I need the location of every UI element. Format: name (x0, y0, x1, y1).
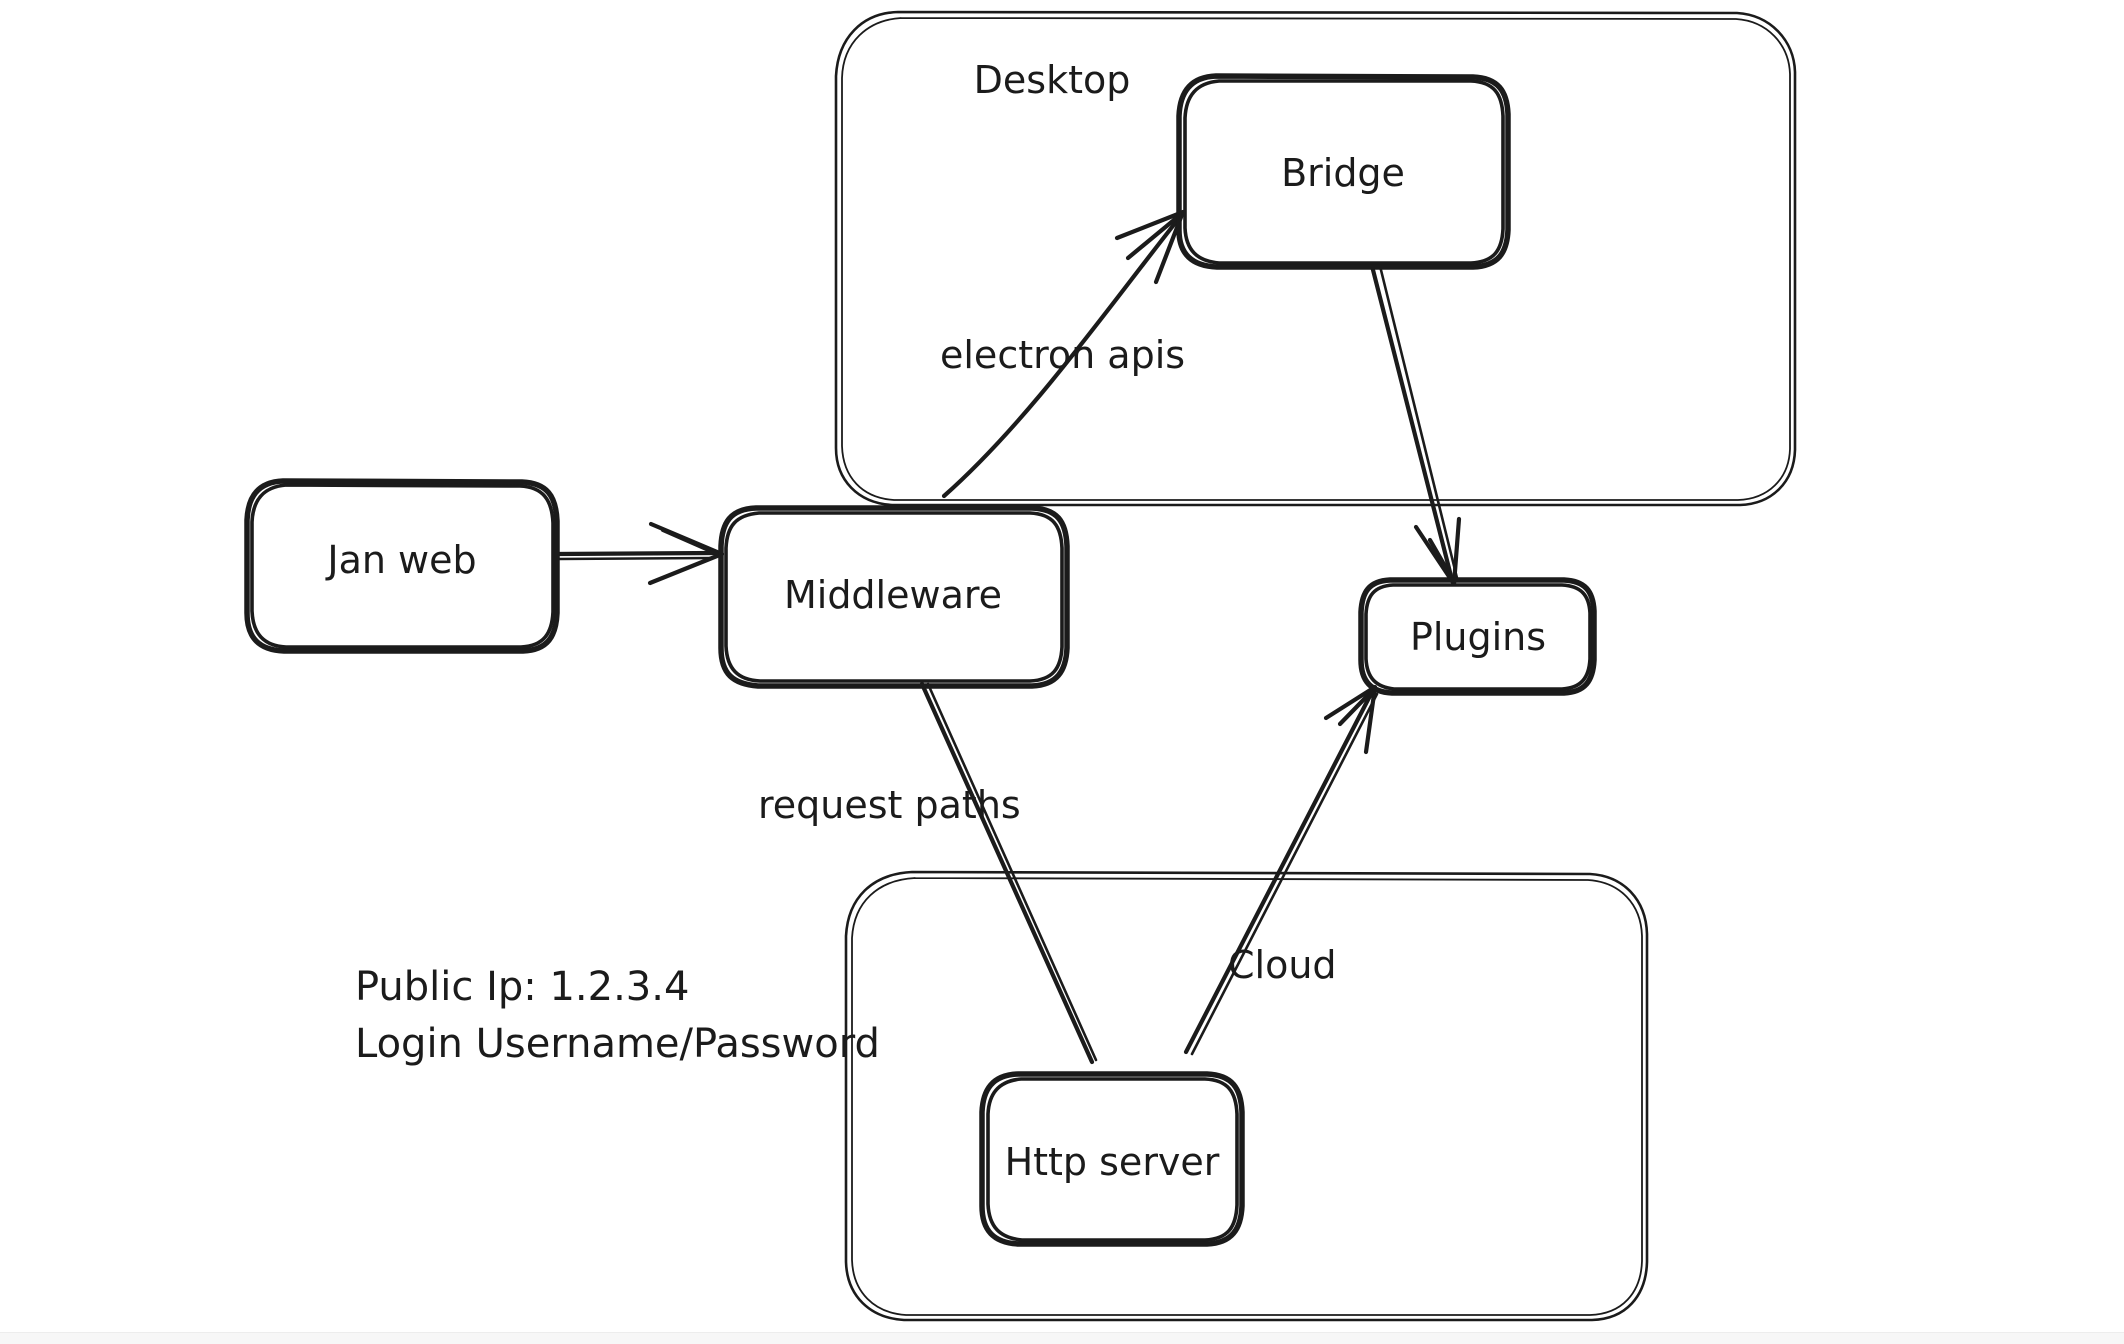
node-middleware-label: Middleware (784, 573, 1002, 617)
node-jan-web-label: Jan web (325, 538, 476, 582)
node-plugins[interactable]: Plugins (1358, 577, 1597, 696)
edge-label-electron-apis: electron apis (940, 333, 1185, 377)
edge-httpserver-to-plugins: Cloud (1183, 684, 1379, 1056)
node-jan-web[interactable]: Jan web (244, 478, 560, 654)
node-middleware[interactable]: Middleware (718, 505, 1070, 689)
edge-janweb-to-middleware (553, 521, 725, 586)
group-desktop: Desktop (834, 10, 1797, 507)
group-cloud (844, 870, 1649, 1322)
node-bridge[interactable]: Bridge (1176, 73, 1511, 270)
node-plugins-label: Plugins (1410, 615, 1546, 659)
node-http-server-label: Http server (1005, 1140, 1220, 1184)
notes-block: Public Ip: 1.2.3.4 Login Username/Passwo… (355, 964, 880, 1067)
edge-middleware-to-bridge: electron apis (940, 209, 1186, 499)
edge-label-cloud: Cloud (1228, 943, 1337, 987)
note-login: Login Username/Password (355, 1021, 880, 1067)
edge-middleware-to-httpserver: request paths (758, 681, 1098, 1065)
bottom-strip (0, 1332, 2124, 1344)
node-bridge-label: Bridge (1281, 151, 1405, 195)
edge-label-request-paths: request paths (758, 783, 1021, 827)
note-public-ip: Public Ip: 1.2.3.4 (355, 964, 689, 1010)
group-desktop-label: Desktop (974, 58, 1131, 102)
edge-bridge-to-plugins (1369, 263, 1462, 587)
node-http-server[interactable]: Http server (979, 1071, 1245, 1247)
